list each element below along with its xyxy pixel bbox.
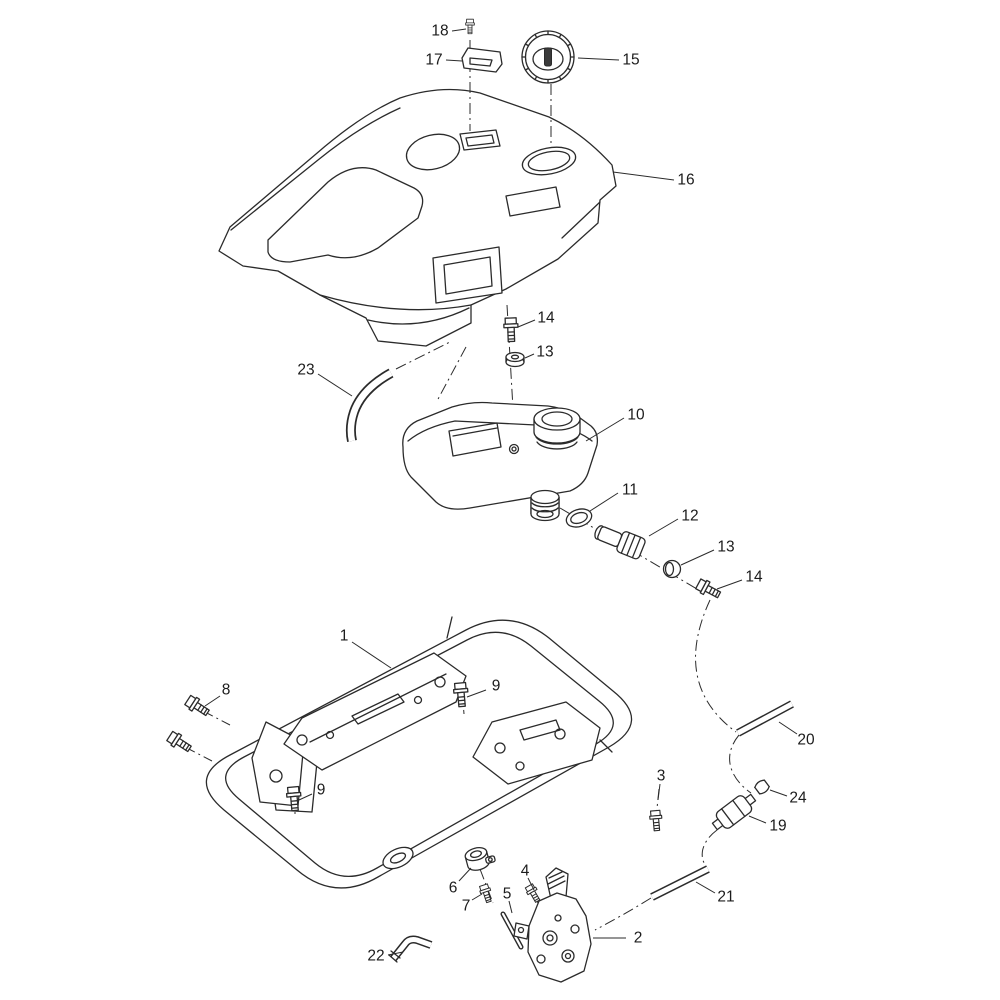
callout-leader-6: [458, 867, 472, 882]
grommet-13-lower: [662, 559, 682, 579]
clip-24: [754, 779, 770, 795]
callout-leader-23: [317, 373, 353, 397]
callout-label-9-15: 9: [317, 782, 326, 799]
callout-label-22-26: 22: [367, 948, 384, 965]
clamp-6: [464, 847, 496, 871]
callout-label-13-10: 13: [717, 539, 734, 556]
fuel-line-20: [736, 700, 794, 737]
callout-label-16-3: 16: [677, 172, 694, 189]
bolt-14-upper: [502, 317, 520, 343]
callout-leader-14: [716, 579, 743, 590]
callout-label-17-1: 17: [425, 52, 442, 69]
washer-13-upper: [505, 351, 525, 368]
bolt-8-lower: [165, 729, 194, 756]
callout-leader-9: [298, 793, 313, 801]
callout-label-10-7: 10: [627, 407, 645, 424]
screw-7: [477, 883, 495, 905]
callout-label-14-11: 14: [745, 569, 763, 586]
pin-5: [500, 911, 524, 950]
fuel-line-21: [650, 865, 710, 901]
callout-label-4-22: 4: [521, 863, 530, 880]
callout-label-19-19: 19: [769, 818, 786, 835]
callout-leader-1: [351, 641, 392, 669]
fuel-cap-15: [521, 30, 575, 84]
callout-leader-11: [589, 492, 619, 512]
callout-leader-16: [612, 171, 675, 181]
bracket-17: [461, 47, 503, 73]
callout-leader-14: [517, 319, 536, 328]
screw-3: [648, 809, 664, 832]
callout-label-15-2: 15: [622, 52, 639, 69]
callout-label-3-17: 3: [657, 768, 666, 785]
callout-label-21-20: 21: [717, 889, 734, 906]
callout-label-6-21: 6: [449, 880, 458, 897]
callout-leader-4: [527, 877, 535, 891]
frame-1: [205, 616, 633, 889]
callout-leader-5: [508, 900, 513, 914]
callout-label-14-4: 14: [537, 310, 555, 327]
callout-label-18-0: 18: [431, 23, 448, 40]
callout-leader-3: [657, 783, 661, 801]
callout-label-2-25: 2: [634, 930, 643, 947]
callout-label-7-23: 7: [462, 898, 471, 915]
engine-cover-16: [218, 88, 617, 347]
callout-leader-18: [451, 28, 467, 32]
callout-leader-22: [387, 951, 404, 956]
callout-label-23-6: 23: [297, 362, 314, 379]
callout-leader-17: [445, 59, 463, 62]
elbow-fitting-22: [388, 935, 433, 963]
bolt-14-lower: [694, 577, 723, 602]
callout-label-12-9: 12: [681, 508, 698, 525]
bolt-8-upper: [183, 693, 212, 720]
callout-leader-8: [204, 695, 221, 707]
callout-label-20-16: 20: [797, 732, 815, 749]
callout-leader-15: [577, 57, 620, 61]
callout-leader-24: [769, 789, 788, 797]
callout-label-11-8: 11: [622, 482, 638, 499]
control-bracket-2: [513, 867, 592, 983]
callout-leader-19: [748, 815, 767, 824]
callout-leader-10: [585, 417, 625, 442]
callout-leader-9: [466, 689, 487, 698]
callout-label-24-18: 24: [789, 790, 807, 807]
hose-23: [345, 368, 394, 443]
callout-leader-12: [648, 518, 679, 537]
callout-label-9-14: 9: [492, 678, 501, 695]
screw-18: [465, 18, 475, 35]
callout-label-5-24: 5: [503, 886, 512, 903]
callout-leader-20: [778, 721, 798, 735]
fuel-tank-10: [402, 401, 599, 522]
fuel-filter-19: [711, 793, 757, 831]
callout-leader-21: [695, 881, 716, 894]
o-ring-11: [565, 508, 593, 528]
fuel-valve-12: [594, 525, 646, 560]
callout-leader-13: [524, 353, 535, 359]
callout-label-13-5: 13: [536, 344, 553, 361]
callout-leader-13: [680, 549, 715, 566]
callout-label-1-12: 1: [340, 628, 349, 645]
callout-leader-7: [471, 893, 483, 901]
callout-label-8-13: 8: [222, 682, 231, 699]
